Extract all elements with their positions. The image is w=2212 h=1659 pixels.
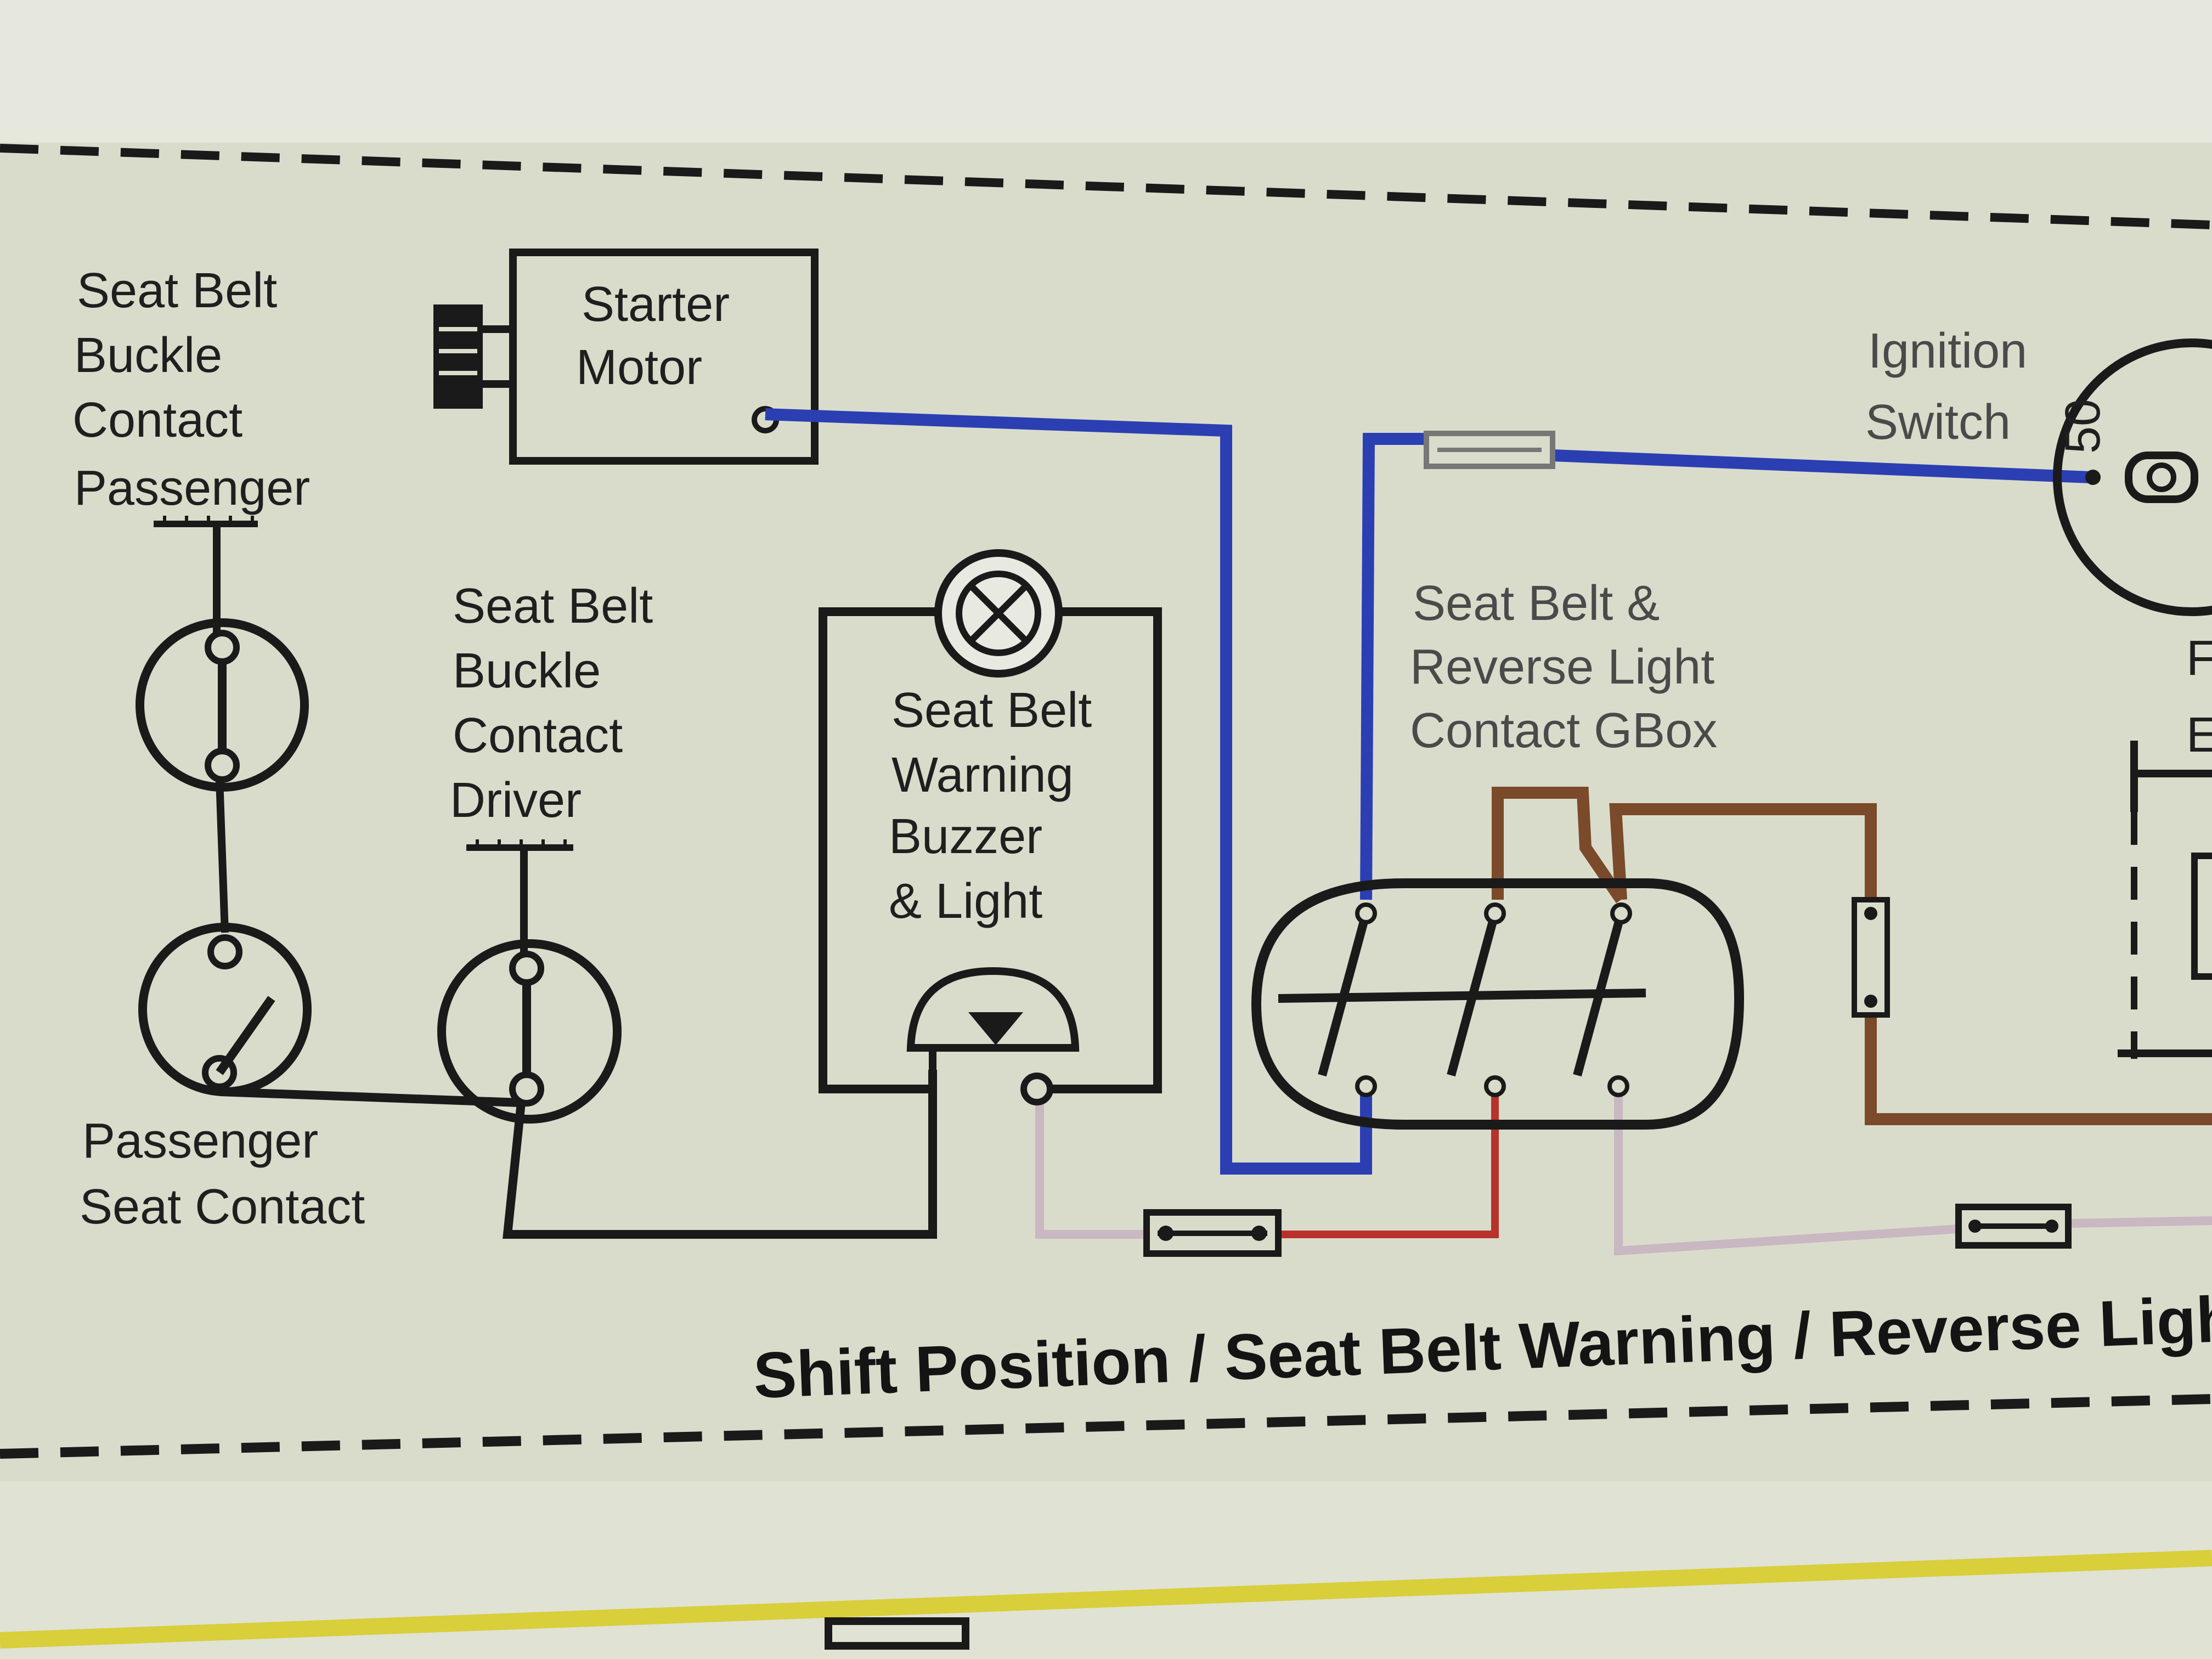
- paper-top-band: [0, 0, 2212, 143]
- buzzer-line-4: & Light: [889, 874, 1042, 929]
- inline-connector-red: [1143, 1209, 1282, 1257]
- buzzer-line-1: Seat Belt: [891, 683, 1092, 738]
- passenger-seat-switch: [138, 923, 312, 1096]
- gbox-contact-line-2: Reverse Light: [1410, 640, 1714, 695]
- top-dashed-border: [0, 144, 2212, 229]
- passenger-buckle-label: Seat Belt Buckle Contact Passenger: [72, 263, 310, 516]
- passenger-buckle-line-2: Buckle: [74, 328, 222, 383]
- gbox-contact-line-1: Seat Belt &: [1413, 576, 1660, 631]
- edge-letter-f: F: [2186, 631, 2212, 686]
- driver-buckle-line-1: Seat Belt: [453, 579, 653, 634]
- passenger-buckle-ground-symbol: [154, 516, 258, 527]
- buzzer-label: Seat Belt Warning Buzzer & Light: [889, 683, 1105, 929]
- gbox-contact-label: Seat Belt & Reverse Light Contact GBox: [1410, 576, 1728, 758]
- passenger-buckle-line-4: Passenger: [74, 461, 310, 516]
- inline-connector-brown: [1852, 897, 1890, 1018]
- passenger-buckle-line-3: Contact: [72, 393, 242, 448]
- passenger-buckle-line-1: Seat Belt: [77, 263, 277, 318]
- buzzer-line-2: Warning: [891, 748, 1074, 803]
- ignition-line-2: Switch: [1865, 395, 2011, 450]
- wire-blue-ignition: [1360, 433, 2091, 900]
- gbox-contact-switch: [1251, 878, 1745, 1130]
- inline-connector-pink: [1955, 1204, 2072, 1249]
- buzzer-box: [819, 607, 1162, 1093]
- ignition-line-1: Ignition: [1868, 324, 2027, 379]
- passenger-seat-line-1: Passenger: [82, 1114, 318, 1169]
- gbox-contact-line-3: Contact GBox: [1410, 703, 1717, 758]
- wire-pink-right: [1614, 1086, 2212, 1256]
- partial-component-right: [2118, 741, 2212, 1059]
- passenger-seat-label: Passenger Seat Contact: [80, 1114, 365, 1234]
- passenger-buckle-switch: [136, 618, 309, 792]
- driver-buckle-line-4: Driver: [450, 773, 582, 828]
- driver-buckle-line-2: Buckle: [453, 644, 601, 698]
- edge-letter-e: E: [2186, 708, 2212, 763]
- buzzer-icon: [906, 967, 1080, 1105]
- bottom-dashed-border: [0, 1394, 2212, 1459]
- driver-buckle-label: Seat Belt Buckle Contact Driver: [450, 579, 667, 828]
- ignition-switch-label: Ignition Switch: [1865, 324, 2041, 450]
- driver-buckle-line-3: Contact: [453, 708, 623, 763]
- driver-buckle-switch: [437, 939, 622, 1124]
- lamp-cross-icon: [934, 549, 1063, 678]
- wire-pink-left: [1035, 1092, 1147, 1239]
- inline-connector-top: [1424, 431, 1555, 469]
- buzzer-line-3: Buzzer: [889, 809, 1042, 864]
- ignition-terminal-label: 50: [2056, 399, 2111, 454]
- ignition-key-icon: [2053, 338, 2212, 616]
- starter-motor-line-2: Motor: [576, 340, 702, 395]
- wire-black-passenger: [216, 778, 229, 933]
- starter-motor-label: Starter Motor: [576, 277, 743, 395]
- wire-red: [1273, 1086, 1499, 1238]
- starter-motor-box: [509, 249, 819, 465]
- starter-motor-line-1: Starter: [582, 277, 730, 332]
- driver-buckle-ground-symbol: [466, 839, 573, 851]
- solenoid-icon: [433, 304, 513, 409]
- bottom-connector: [825, 1617, 969, 1650]
- wire-brown: [1492, 787, 2212, 1125]
- yellow-stripe: [0, 1550, 2212, 1649]
- wire-blue-starter: [765, 408, 1372, 1175]
- passenger-seat-line-2: Seat Contact: [80, 1180, 365, 1234]
